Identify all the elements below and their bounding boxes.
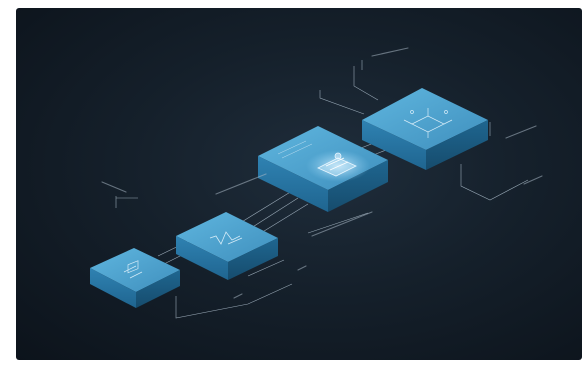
block-4	[362, 88, 488, 170]
block-3	[258, 126, 388, 212]
device-icon	[123, 260, 143, 279]
illegible-label-marks	[101, 47, 543, 299]
block-3-marks	[277, 140, 313, 159]
connector-2-3b	[255, 203, 309, 237]
bracket-right-2	[460, 164, 529, 201]
block-2	[176, 212, 278, 280]
label-mark-left	[101, 181, 127, 193]
connector-2-3	[247, 197, 299, 231]
label-mark-top-right	[371, 47, 409, 57]
label-mark-center-top	[215, 173, 267, 195]
signal-icon	[209, 231, 243, 245]
bracket-bottom-2	[247, 259, 285, 277]
label-mark-bottom-small-2	[233, 293, 243, 299]
label-mark-center-mid	[311, 211, 373, 237]
bracket-top	[353, 66, 379, 101]
label-mark-right	[505, 125, 537, 139]
connector-lines	[115, 60, 529, 319]
label-mark-bottom-right	[523, 175, 543, 185]
document-icon	[317, 152, 357, 177]
bracket-top-2	[319, 90, 365, 115]
isometric-diagram	[90, 47, 543, 319]
diagram-canvas	[16, 8, 582, 360]
connector-2-3c	[239, 190, 293, 224]
bracket-bottom	[175, 283, 293, 319]
label-mark-bottom-small	[297, 265, 307, 271]
leader-center	[307, 212, 369, 234]
circuit-icon	[403, 108, 453, 138]
block-1	[90, 248, 180, 308]
